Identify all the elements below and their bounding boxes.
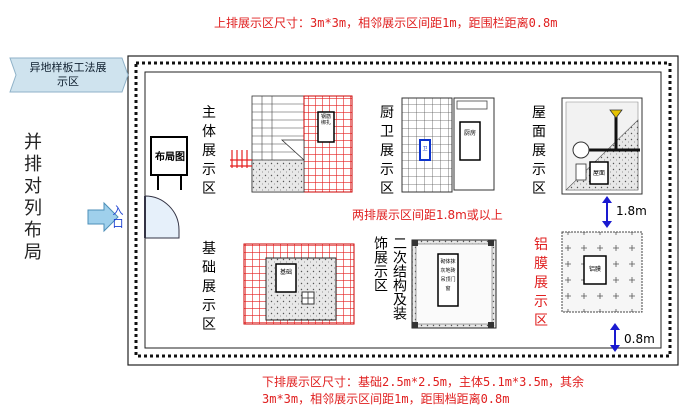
entrance-door — [144, 195, 180, 239]
outer-frame — [127, 55, 679, 366]
roof-label: 屋面展示区 — [532, 105, 546, 197]
fence-gap-dimension — [610, 323, 620, 352]
entrance-label: 入口 — [112, 204, 124, 230]
secondary-finish-label: 二次结构及装饰展示区 — [372, 236, 407, 320]
finish-sign-text: 砌体抹灰地砖吊顶门窗 — [440, 259, 456, 292]
row-gap-dimension — [602, 196, 612, 228]
roof-drawing — [561, 97, 643, 195]
fence-dotted-border — [134, 61, 672, 358]
entrance-arrow — [87, 201, 119, 233]
side-layout-label: 并排对列布局 — [24, 132, 42, 263]
fence-gap-value: 0.8m — [624, 332, 655, 346]
bottom-row-note: 下排展示区尺寸：基础2.5m*2.5m，主体5.1m*3.5m，其余3m*3m，… — [262, 375, 585, 406]
secondary-finish-drawing — [411, 239, 497, 329]
area-tab-label: 异地样板工法展示区 — [29, 61, 107, 88]
main-structure-sign-text: 钢筋绑扎 — [320, 114, 331, 126]
main-structure-drawing — [230, 95, 353, 193]
kitchen-bath-drawing — [401, 97, 495, 193]
aluminum-formwork-drawing — [561, 231, 643, 313]
row-gap-value: 1.8m — [616, 204, 647, 218]
row-gap-note: 两排展示区间距1.8m或以上 — [352, 208, 503, 222]
top-row-note: 上排展示区尺寸：3m*3m，相邻展示区间距1m，距围栏距离0.8m — [214, 16, 558, 30]
aluminum-formwork-label: 铝膜展示区 — [534, 237, 548, 329]
foundation-label: 基础展示区 — [202, 241, 216, 333]
layout-map-label: 布局图 — [155, 152, 185, 163]
roof-sign-text: 屋面 — [592, 170, 605, 177]
foundation-sign-text: 基础 — [279, 269, 292, 276]
kitchen-bath-label: 厨卫展示区 — [380, 105, 394, 197]
alu-sign-text: 铝膜 — [588, 266, 601, 273]
bath-sign-text: 卫 — [422, 146, 428, 152]
main-structure-label: 主体展示区 — [202, 105, 216, 197]
layout-map-board — [150, 136, 188, 190]
kitchen-sign-text: 厨房 — [463, 130, 476, 137]
area-tab-shape — [9, 57, 129, 93]
foundation-drawing — [243, 243, 355, 325]
